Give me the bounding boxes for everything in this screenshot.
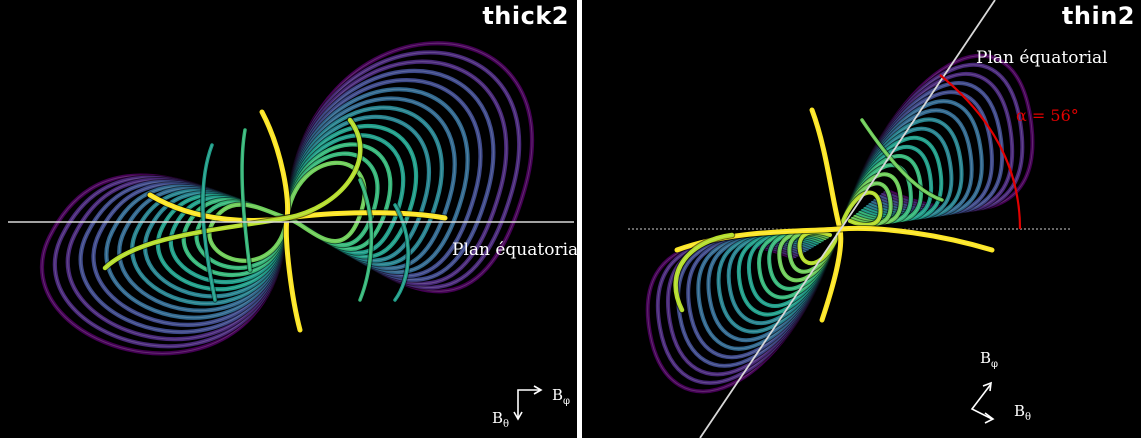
field-line bbox=[358, 178, 374, 302]
field-line-highlight bbox=[861, 119, 943, 201]
axis-label-b-phi: Bφ bbox=[552, 386, 571, 407]
field-line-highlight bbox=[241, 129, 251, 271]
field-line bbox=[393, 203, 410, 302]
field-line-highlight bbox=[839, 192, 881, 230]
alpha-angle-label: α = 56° bbox=[1016, 106, 1079, 125]
field-lines-render-thin2 bbox=[628, 0, 1072, 438]
magnetic-field-lines bbox=[644, 52, 1036, 395]
panel-title: thick2 bbox=[482, 2, 569, 30]
field-line bbox=[240, 128, 252, 272]
field-line bbox=[673, 232, 735, 313]
panel-thin2: thin2 Plan équatorial α = 56° Bφ Bθ bbox=[582, 0, 1141, 438]
field-line bbox=[284, 160, 367, 244]
panel-thick2: thick2 Plan équatorial Bφ Bθ bbox=[0, 0, 577, 438]
alpha-angle-arc bbox=[939, 74, 1022, 230]
field-line-highlight bbox=[286, 162, 365, 242]
magnetic-field-lines bbox=[39, 40, 535, 357]
field-line-highlight bbox=[359, 179, 372, 301]
field-line bbox=[838, 190, 883, 231]
panel-title: thin2 bbox=[1061, 2, 1135, 30]
axis-label-b-theta: Bθ bbox=[1014, 402, 1032, 423]
equatorial-plane-label: Plan équatorial bbox=[976, 48, 1108, 68]
axis-arrows bbox=[970, 381, 995, 424]
field-line-highlight bbox=[675, 234, 733, 311]
axis-label-b-phi: Bφ bbox=[980, 349, 999, 370]
field-line-highlight bbox=[394, 204, 409, 301]
field-line-highlight bbox=[104, 119, 361, 269]
tilted-equatorial-plane-line bbox=[699, 0, 996, 438]
axis-label-b-theta: Bθ bbox=[492, 409, 510, 430]
field-lines-render-thick2 bbox=[8, 40, 574, 421]
equatorial-plane-label: Plan équatorial bbox=[452, 240, 577, 260]
field-line bbox=[102, 117, 363, 271]
field-line bbox=[201, 143, 217, 302]
axis-arrows bbox=[513, 385, 543, 421]
field-line bbox=[860, 118, 944, 202]
field-line-highlight bbox=[202, 144, 216, 301]
